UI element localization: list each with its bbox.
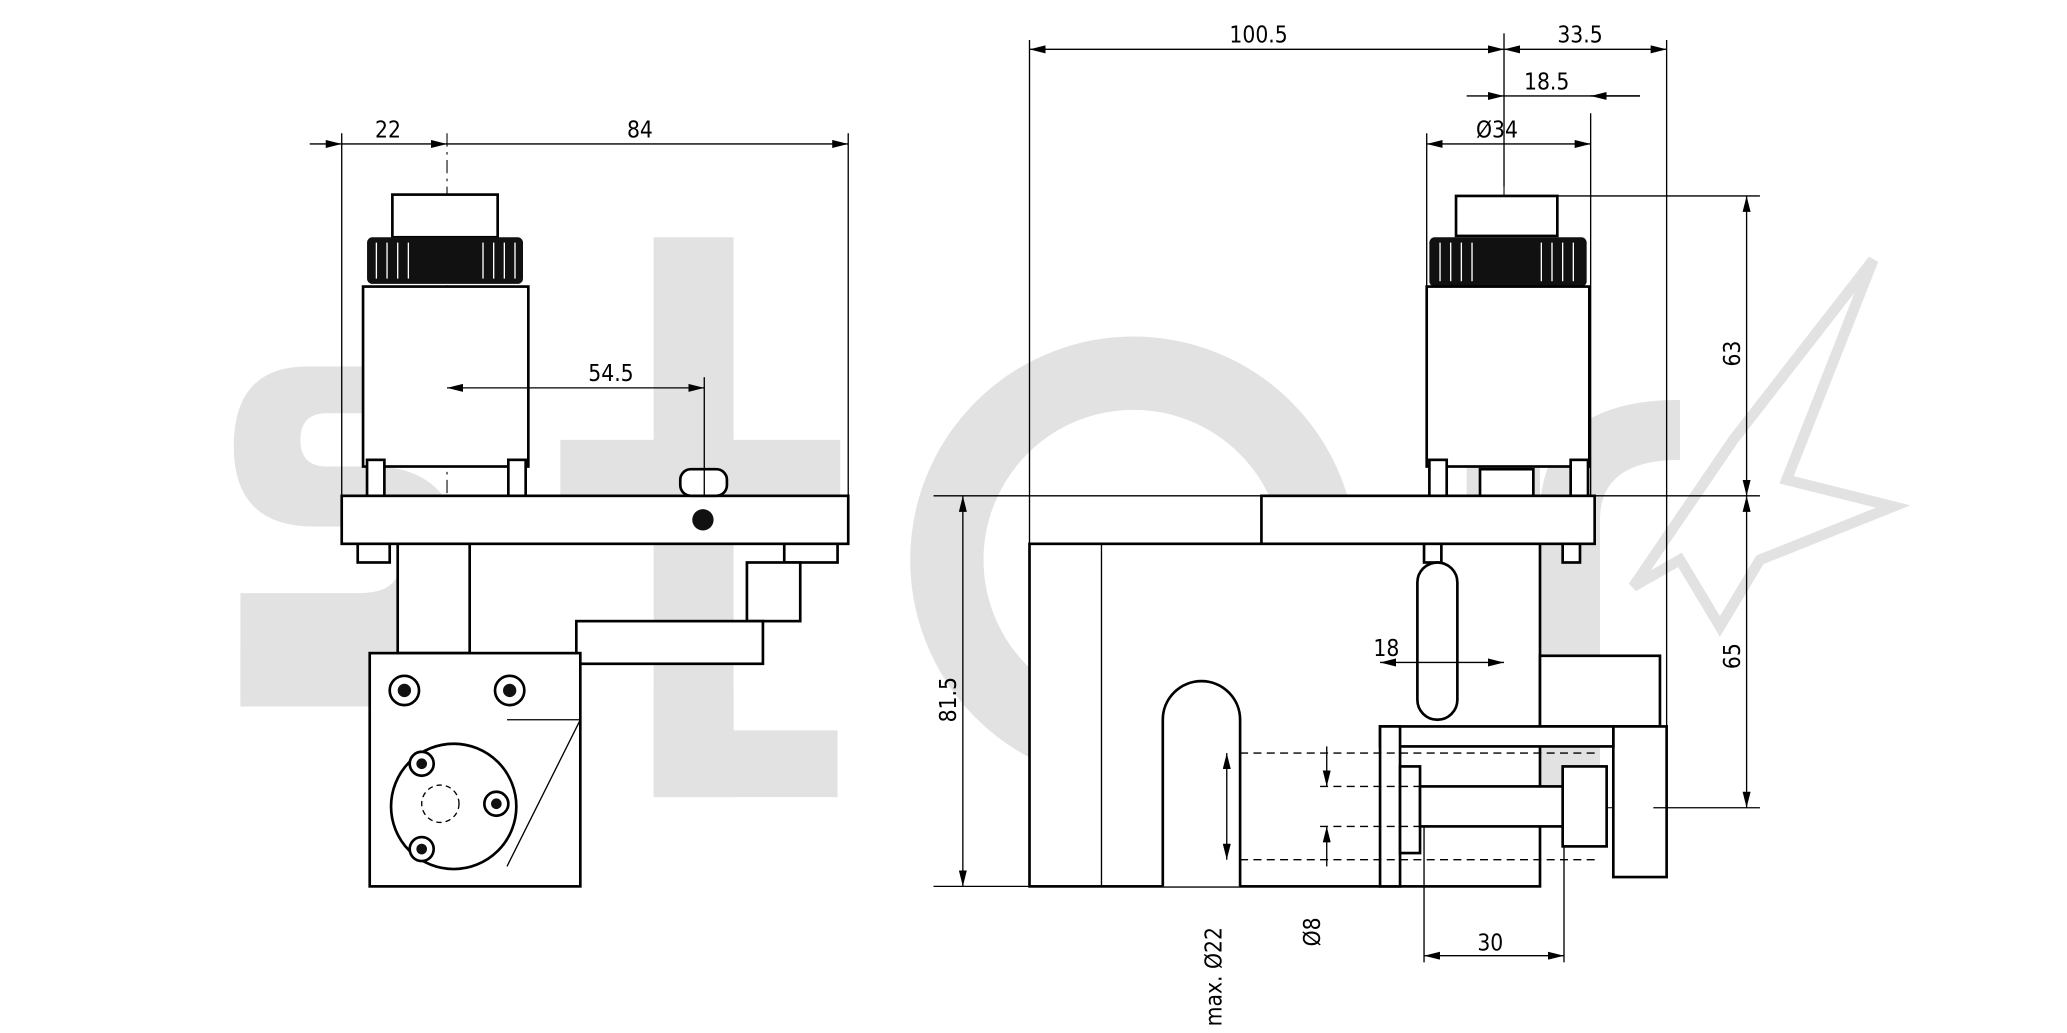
dim-84: 84 xyxy=(627,117,653,143)
dim-max-dia-22: max. Ø22 xyxy=(1201,927,1227,1026)
dim-dia-8: Ø8 xyxy=(1300,917,1326,946)
left-view: 22 84 54.5 xyxy=(309,117,850,888)
dim-18-5: 18.5 xyxy=(1524,69,1569,95)
dim-33-5: 33.5 xyxy=(1557,23,1602,49)
right-view: 100.5 33.5 18.5 Ø34 63 65 81.5 18 max. Ø… xyxy=(933,23,1760,1026)
dim-63: 63 xyxy=(1720,341,1746,367)
dim-18: 18 xyxy=(1373,636,1399,662)
dim-65: 65 xyxy=(1720,643,1746,669)
dim-dia-34: Ø34 xyxy=(1476,117,1518,143)
dim-54-5: 54.5 xyxy=(588,361,633,387)
dim-22: 22 xyxy=(375,117,401,143)
dim-81-5: 81.5 xyxy=(936,677,962,722)
dim-30: 30 xyxy=(1477,930,1503,956)
dim-100-5: 100.5 xyxy=(1229,23,1287,49)
